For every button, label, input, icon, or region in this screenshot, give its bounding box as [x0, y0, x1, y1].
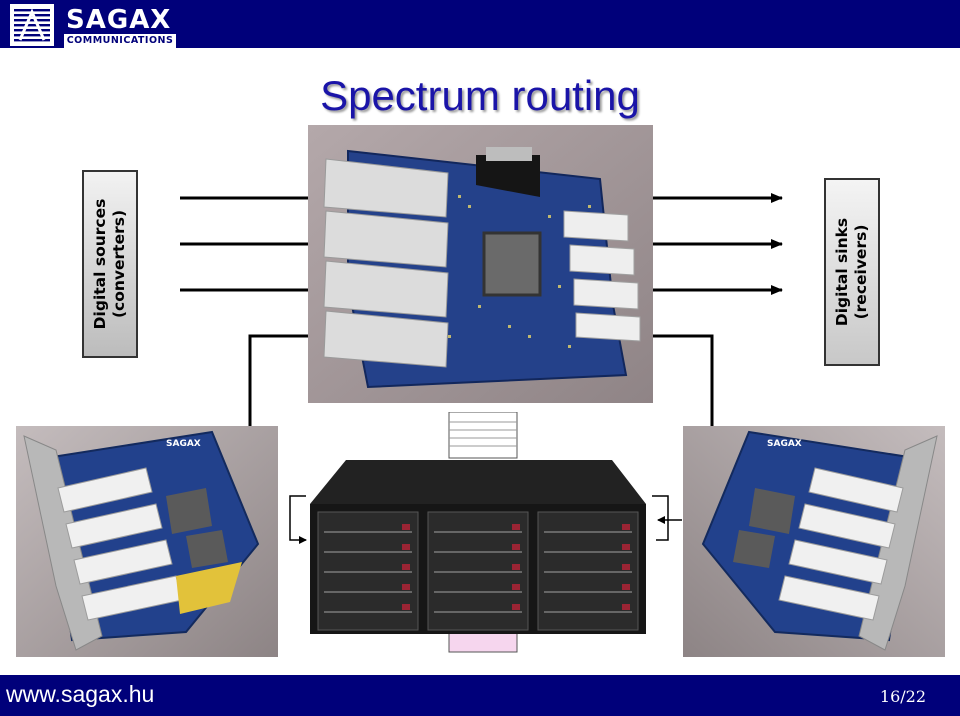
sagax-logo-icon: [10, 4, 54, 46]
digital-sources-label: Digital sources (converters): [82, 170, 138, 358]
storage-server-image: [310, 412, 646, 653]
input-arrows: [180, 193, 321, 295]
router-board-image: [308, 125, 653, 403]
sinks-line-1: Digital sinks: [833, 217, 851, 327]
sources-line-1: Digital sources: [91, 198, 109, 330]
header-bar: SAGAX COMMUNICATIONS: [0, 0, 960, 48]
output-arrows: [640, 193, 783, 295]
slide-title: Spectrum routing: [320, 72, 640, 119]
footer-url[interactable]: www.sagax.hu: [6, 681, 155, 707]
sagax-logo[interactable]: SAGAX COMMUNICATIONS: [10, 4, 178, 48]
footer-bar: www.sagax.hu 16/22: [0, 675, 960, 716]
source-card-image: SAGAX: [16, 426, 278, 657]
left-board-brand: SAGAX: [166, 439, 201, 449]
logo-wordmark: SAGAX: [66, 5, 172, 35]
logo-subtitle: COMMUNICATIONS: [64, 34, 176, 48]
sink-card-image: SAGAX: [683, 426, 945, 657]
sinks-line-2: (receivers): [852, 224, 870, 320]
page-number: 16/22: [879, 687, 926, 706]
sources-line-2: (converters): [110, 209, 128, 319]
right-board-brand: SAGAX: [767, 439, 802, 449]
digital-sinks-label: Digital sinks (receivers): [824, 178, 880, 366]
storage-connectors: [248, 334, 714, 544]
